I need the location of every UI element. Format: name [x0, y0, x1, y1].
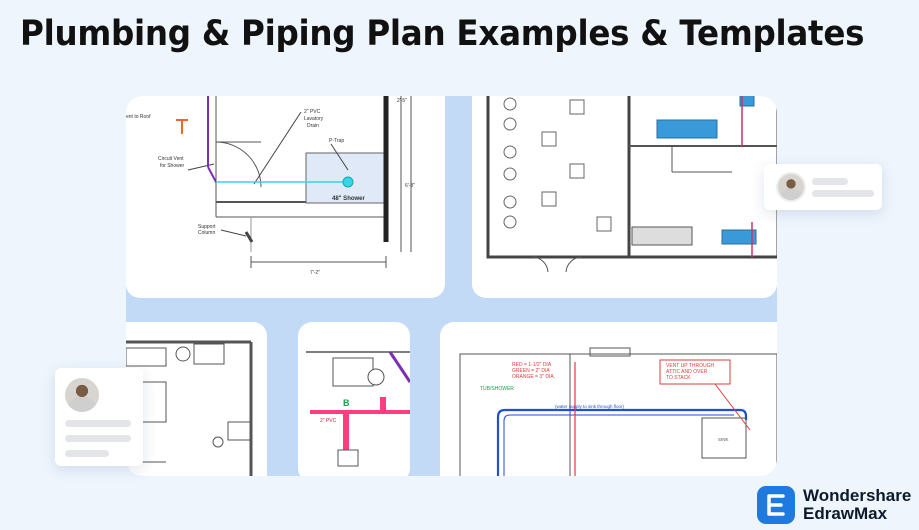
edrawmax-logo-icon [757, 486, 795, 524]
template-collage: ent to Roof 2" PVC Lavatory Drain P-Trap… [126, 96, 777, 476]
sink-label: SINK [718, 437, 729, 442]
legend-orange: ORANGE = 3" DIA. [512, 374, 555, 380]
placeholder-line [65, 435, 131, 442]
ptrap-label: P-Trap [329, 138, 344, 144]
template-card-restaurant-plan[interactable] [472, 96, 777, 298]
pipe-pvc-label: 2" PVC [320, 418, 337, 424]
vent-note-2: ATTIC AND OVER [666, 369, 708, 375]
drain-label: Drain [307, 123, 319, 129]
avatar [776, 172, 806, 202]
template-card-house-plumbing-plan[interactable]: RED = 1-1/2" DIA GREEN = 2" DIA ORANGE =… [440, 322, 777, 476]
bathroom-plan-drawing: ent to Roof 2" PVC Lavatory Drain P-Trap… [126, 96, 415, 276]
legend-green: GREEN = 2" DIA [512, 368, 550, 374]
avatar [65, 378, 99, 412]
placeholder-line [65, 450, 109, 457]
lavatory-label: Lavatory [304, 116, 324, 122]
restaurant-plan-drawing [486, 96, 777, 273]
pipe-b-label: B [343, 398, 350, 408]
support-label: Support [198, 224, 216, 230]
vent-note-3: TO STACK [666, 375, 691, 381]
brand-line1: Wondershare [803, 485, 912, 505]
supply-note: (water supply to sink through floor) [555, 404, 625, 409]
template-card-kitchen-plan[interactable] [126, 322, 267, 476]
placeholder-line [812, 190, 874, 197]
page-title: Plumbing & Piping Plan Examples & Templa… [20, 14, 865, 54]
legend-red: RED = 1-1/2" DIA [512, 362, 552, 368]
support-label-2: Column [198, 230, 215, 236]
user-card-left [55, 368, 143, 466]
pvc-label: 2" PVC [304, 109, 321, 115]
circuit-vent-label: Circuit Vent [158, 156, 184, 162]
kitchen-plan-drawing [126, 340, 253, 476]
user-card-right [764, 164, 882, 210]
template-card-bathroom-plan[interactable]: ent to Roof 2" PVC Lavatory Drain P-Trap… [126, 96, 445, 298]
placeholder-line [812, 178, 848, 185]
dimension-bottom: 7'-2" [310, 270, 320, 276]
vent-note-1: VENT UP THROUGH [666, 363, 714, 369]
placeholder-line [65, 420, 131, 427]
tub-label: TUB/SHOWER [480, 386, 514, 392]
house-plumbing-drawing: RED = 1-1/2" DIA GREEN = 2" DIA ORANGE =… [459, 347, 777, 476]
pipe-diagram-drawing: B 2" PVC [306, 351, 410, 467]
brand-line2: EdrawMax [803, 504, 888, 523]
dimension-top: 2'-5" [397, 98, 407, 104]
template-card-pipe-diagram[interactable]: B 2" PVC [298, 322, 410, 476]
shower-label: 48" Shower [332, 196, 366, 202]
circuit-vent-label-2: for Shower [160, 163, 185, 169]
vent-label: ent to Roof [126, 114, 151, 120]
dimension-right: 6'-8" [405, 183, 415, 189]
brand-logo: Wondershare EdrawMax [757, 486, 911, 524]
